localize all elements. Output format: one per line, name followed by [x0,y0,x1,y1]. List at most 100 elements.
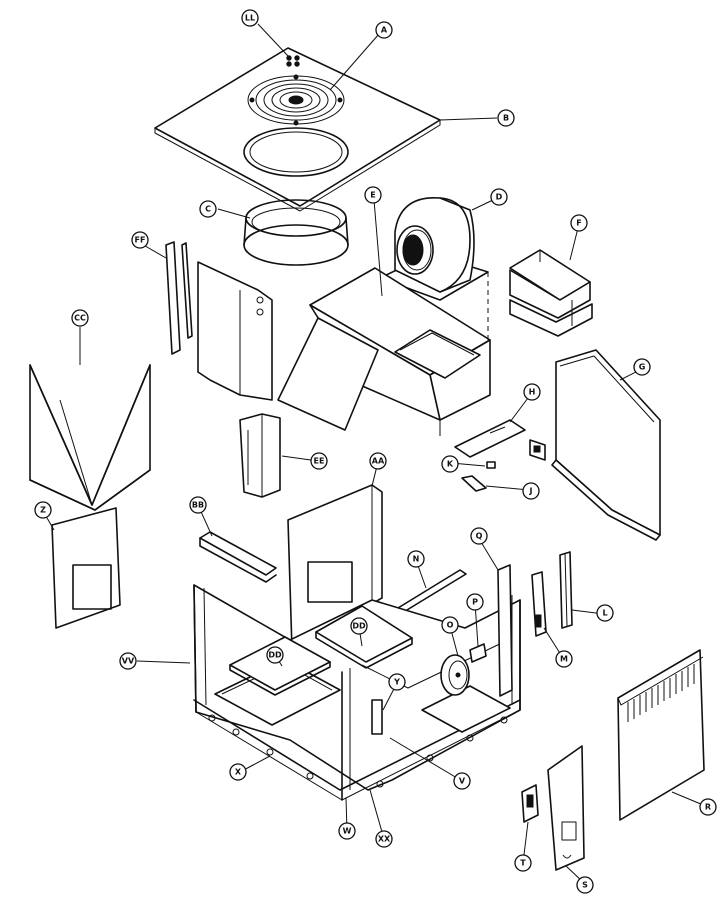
tray-bb [199,531,277,583]
access-panel-g [551,349,661,541]
callout-ll: LL [241,9,259,27]
svg-text:S: S [582,881,588,890]
bracket-h [454,419,526,458]
svg-text:R: R [705,803,711,812]
door-s [547,745,585,871]
latch-t [521,784,539,823]
svg-text:V: V [459,777,466,786]
svg-text:F: F [576,219,581,228]
callout-h: H [523,383,541,401]
post-q [497,564,513,697]
svg-text:J: J [529,487,533,496]
callout-z: Z [34,501,52,519]
svg-text:W: W [343,827,352,836]
base-pan [193,584,521,801]
svg-text:FF: FF [135,236,146,245]
callout-s: S [576,876,594,894]
column-ee [239,413,281,498]
callout-a: A [375,21,393,39]
control-p [469,643,487,663]
svg-text:N: N [413,555,420,564]
orifice-ring [243,199,349,266]
callout-bb: BB [189,496,207,514]
svg-text:VV: VV [122,657,135,666]
callout-l: L [596,604,614,622]
callout-q: Q [470,527,488,545]
callout-dd-right: DD [350,617,368,635]
callout-y: Y [388,673,406,691]
louver-slots [627,664,695,722]
coil-cc [29,364,151,511]
svg-text:P: P [472,598,478,607]
component-y [371,699,383,735]
blower-assembly [379,197,489,301]
callout-b: B [497,109,515,127]
top-cover-panel [154,47,441,212]
door-panel-z [51,507,121,629]
callout-t: T [514,854,532,872]
svg-text:X: X [235,768,242,777]
svg-text:A: A [381,26,388,35]
callout-ee: EE [310,452,328,470]
rail-n [397,569,467,614]
callout-d: D [490,188,508,206]
callout-g: G [633,358,651,376]
callout-r: R [699,798,717,816]
svg-text:Z: Z [40,506,46,515]
leader-lines [42,23,709,883]
svg-text:T: T [520,859,526,868]
screws [286,55,300,67]
callout-f: F [570,214,588,232]
side-panel-upper [197,261,273,401]
callout-p: P [466,593,484,611]
svg-text:C: C [205,205,211,214]
svg-text:O: O [447,621,454,630]
svg-text:L: L [602,609,607,618]
louvered-panel-r [617,649,705,821]
svg-text:G: G [639,363,646,372]
svg-text:E: E [370,191,375,200]
callout-cc: CC [71,309,89,327]
clip-k [486,461,496,469]
svg-text:LL: LL [245,14,255,23]
callout-o: O [441,616,459,634]
callout-j: J [522,482,540,500]
svg-text:M: M [560,655,568,664]
filter-dd-right [315,605,413,669]
callout-v: V [453,772,471,790]
strip-m [531,571,547,637]
callout-e: E [364,186,382,204]
svg-text:D: D [496,193,503,202]
svg-text:BB: BB [192,501,204,510]
blower-deck-e [277,267,491,436]
svg-text:XX: XX [378,835,391,844]
svg-text:Y: Y [393,678,400,687]
callout-xx: XX [375,830,393,848]
switch-j [461,439,546,492]
callout-w: W [338,822,356,840]
callout-vv: VV [119,652,137,670]
callout-n: N [407,550,425,568]
callout-k: K [441,455,459,473]
corner-strip-ff [165,241,193,355]
callout-dd-left: DD [266,646,284,664]
svg-text:AA: AA [372,457,385,466]
svg-text:B: B [503,114,509,123]
svg-text:CC: CC [74,314,86,323]
svg-text:EE: EE [314,457,325,466]
callout-c: C [199,200,217,218]
motor-o [440,654,470,696]
strip-l [559,551,573,629]
svg-text:DD: DD [352,622,366,631]
callout-aa: AA [369,452,387,470]
svg-text:K: K [447,460,454,469]
fan-guard-grille [247,74,345,126]
callout-m: M [555,650,573,668]
filter-rack-f [509,249,593,337]
svg-text:DD: DD [268,651,282,660]
svg-text:H: H [529,388,536,397]
callout-ff: FF [131,231,149,249]
svg-text:Q: Q [476,532,483,541]
callout-x: X [229,763,247,781]
